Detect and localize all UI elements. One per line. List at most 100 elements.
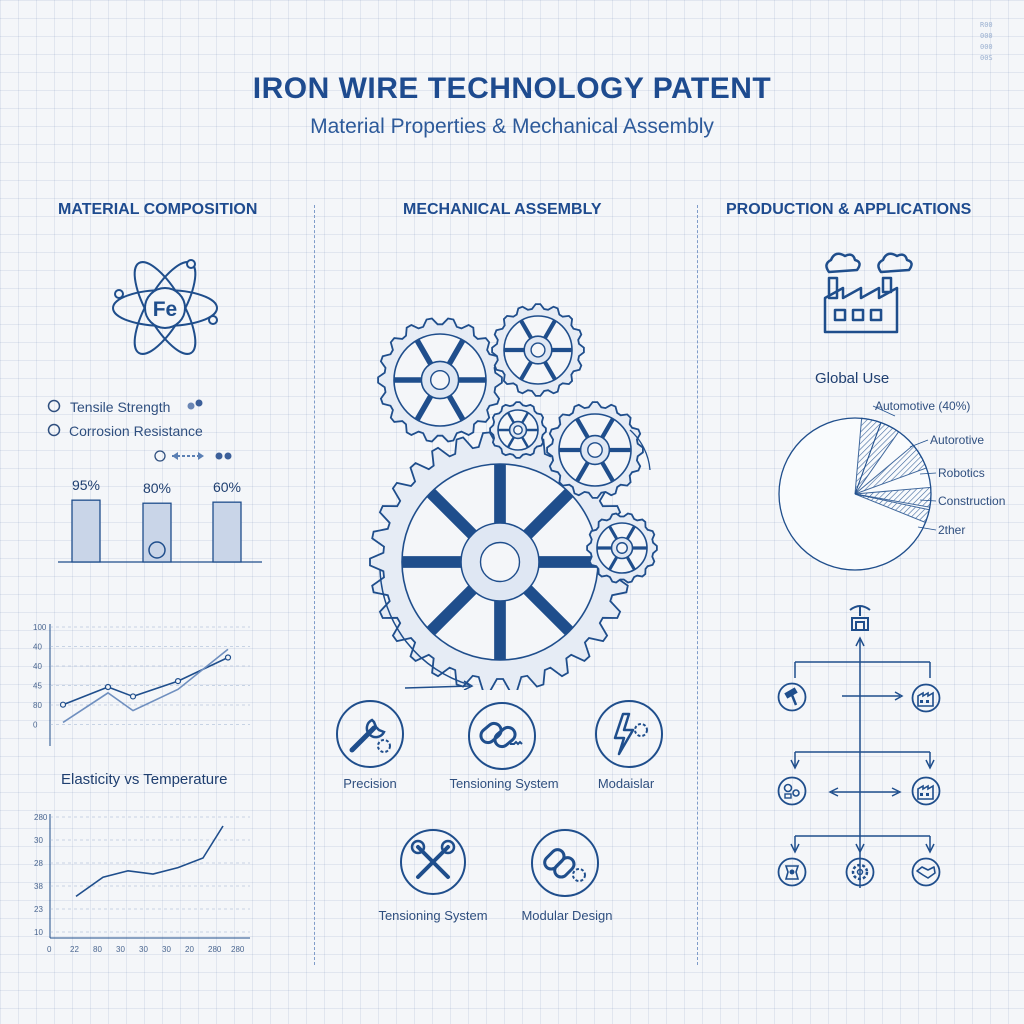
- series-line: [62, 656, 229, 706]
- feature-tensioning-system-label: Tensioning System: [449, 776, 559, 791]
- y-tick-label: 45: [33, 682, 42, 691]
- x-tick-label: 80: [93, 945, 102, 954]
- y-tick-label: 80: [33, 701, 42, 710]
- section-title-assembly: MECHANICAL ASSEMBLY: [403, 201, 602, 218]
- pie-slice: [854, 493, 930, 524]
- feature-modaislar-label: Modaislar: [597, 776, 655, 791]
- corner-annotation: R0000000000S: [980, 21, 993, 62]
- x-tick-label: 280: [231, 945, 245, 954]
- pie-slice: [854, 421, 900, 495]
- arrow-head: [463, 680, 474, 690]
- data-point: [59, 701, 67, 708]
- right-gear: [546, 401, 644, 499]
- small-middle-gear: [489, 401, 547, 459]
- properties-line-chart: 100 40 40 45 80 0: [33, 623, 250, 746]
- pie-leader-line: [917, 526, 937, 531]
- arrow-icon: [172, 452, 204, 460]
- production-flow-diagram: [790, 636, 935, 888]
- left-gear: [377, 317, 503, 443]
- x-tick-label: 280: [208, 945, 222, 954]
- y-tick-label: 100: [33, 623, 47, 632]
- legend-tensile-strength: Tensile Strength: [70, 399, 171, 415]
- lightning-gear-icon: [595, 700, 663, 768]
- bar-value-label: 80%: [143, 480, 171, 496]
- gear-axle: [530, 342, 546, 358]
- y-tick-label: 30: [34, 836, 43, 845]
- legend-dots-icon: [215, 452, 232, 460]
- gear-icon: [845, 857, 875, 887]
- data-point: [174, 677, 182, 685]
- y-tick-label: 40: [33, 662, 42, 671]
- y-tick-label: 40: [33, 643, 42, 652]
- pie-leader-line: [872, 405, 896, 417]
- x-tick-label: 20: [185, 945, 194, 954]
- pie-leader-line: [919, 499, 937, 502]
- feature-precision-label: Precision: [343, 776, 397, 791]
- y-tick-label: 0: [33, 721, 38, 730]
- engine-icon: [777, 857, 807, 887]
- chart-title-elasticity: Elasticity vs Temperature: [61, 771, 228, 788]
- rotation-arrow: [404, 685, 471, 689]
- column-divider-right: [697, 205, 698, 965]
- legend-corrosion-resistance: Corrosion Resistance: [69, 423, 203, 439]
- gear-axle: [587, 442, 603, 458]
- bar: [212, 501, 242, 563]
- bottom-right-gear: [586, 512, 658, 584]
- y-tick-label: 280: [34, 813, 48, 822]
- composition-bar-chart: 95% 80% 60%: [58, 477, 262, 563]
- chain-link-icon: [468, 702, 536, 770]
- pie-label: 2ther: [938, 523, 965, 537]
- y-tick-label: 23: [34, 905, 43, 914]
- top-gear: [491, 303, 585, 397]
- parts-icon: [777, 776, 807, 806]
- section-title-production: PRODUCTION & APPLICATIONS: [726, 201, 972, 218]
- feature-tensioning-system-label-2: Tensioning System: [378, 908, 488, 923]
- pie-slice: [854, 486, 932, 508]
- bar: [142, 502, 172, 563]
- feature-modular-design-label: Modular Design: [521, 908, 613, 923]
- x-tick-label: 22: [70, 945, 79, 954]
- y-tick-label: 28: [34, 859, 43, 868]
- large-gear: [369, 431, 631, 690]
- bar-value-label: 60%: [213, 479, 241, 495]
- gear-axle: [513, 425, 523, 435]
- data-point: [224, 654, 232, 661]
- bar: [71, 499, 101, 563]
- gear-assembly-diagram: [369, 303, 658, 690]
- pie-label: Autorotive: [930, 433, 984, 447]
- rotation-arrow: [629, 429, 651, 471]
- y-tick-label: 10: [34, 928, 43, 937]
- handshake-icon: [911, 857, 941, 887]
- x-tick-label: 0: [47, 945, 52, 954]
- wrench-screwdriver-icon: [400, 829, 466, 895]
- pie-leader-line: [909, 439, 929, 448]
- legend-circle-icon: [47, 423, 61, 437]
- global-use-pie-chart: Automotive (40%)AutorotiveRoboticsConstr…: [778, 399, 1005, 571]
- wrench-gear-icon: [336, 700, 404, 768]
- x-tick-label: 30: [162, 945, 171, 954]
- pie-label: Automotive (40%): [875, 399, 970, 413]
- hammer-icon: [777, 682, 807, 712]
- pie-leader-line: [919, 472, 937, 475]
- series-line: [75, 825, 224, 898]
- element-symbol: Fe: [153, 298, 178, 321]
- section-title-composition: MATERIAL COMPOSITION: [58, 201, 258, 218]
- legend-circle-icon: [47, 399, 61, 413]
- pie-slice: [854, 444, 928, 495]
- x-tick-label: 30: [139, 945, 148, 954]
- column-divider-left: [314, 205, 315, 965]
- series-line: [62, 648, 229, 724]
- shield-icon: [148, 541, 166, 559]
- gear-axle: [479, 541, 521, 583]
- atom-icon: Fe: [112, 259, 218, 355]
- legend-dots-icon: [187, 399, 203, 410]
- y-tick-label: 38: [34, 882, 43, 891]
- small-circle-icon: [154, 450, 166, 462]
- rotation-arrow: [379, 569, 471, 686]
- pie-label: Construction: [938, 494, 1005, 508]
- bar-value-label: 95%: [72, 477, 100, 493]
- gear-axle: [616, 542, 628, 554]
- factory-small-icon: [911, 683, 941, 713]
- data-point: [104, 683, 112, 691]
